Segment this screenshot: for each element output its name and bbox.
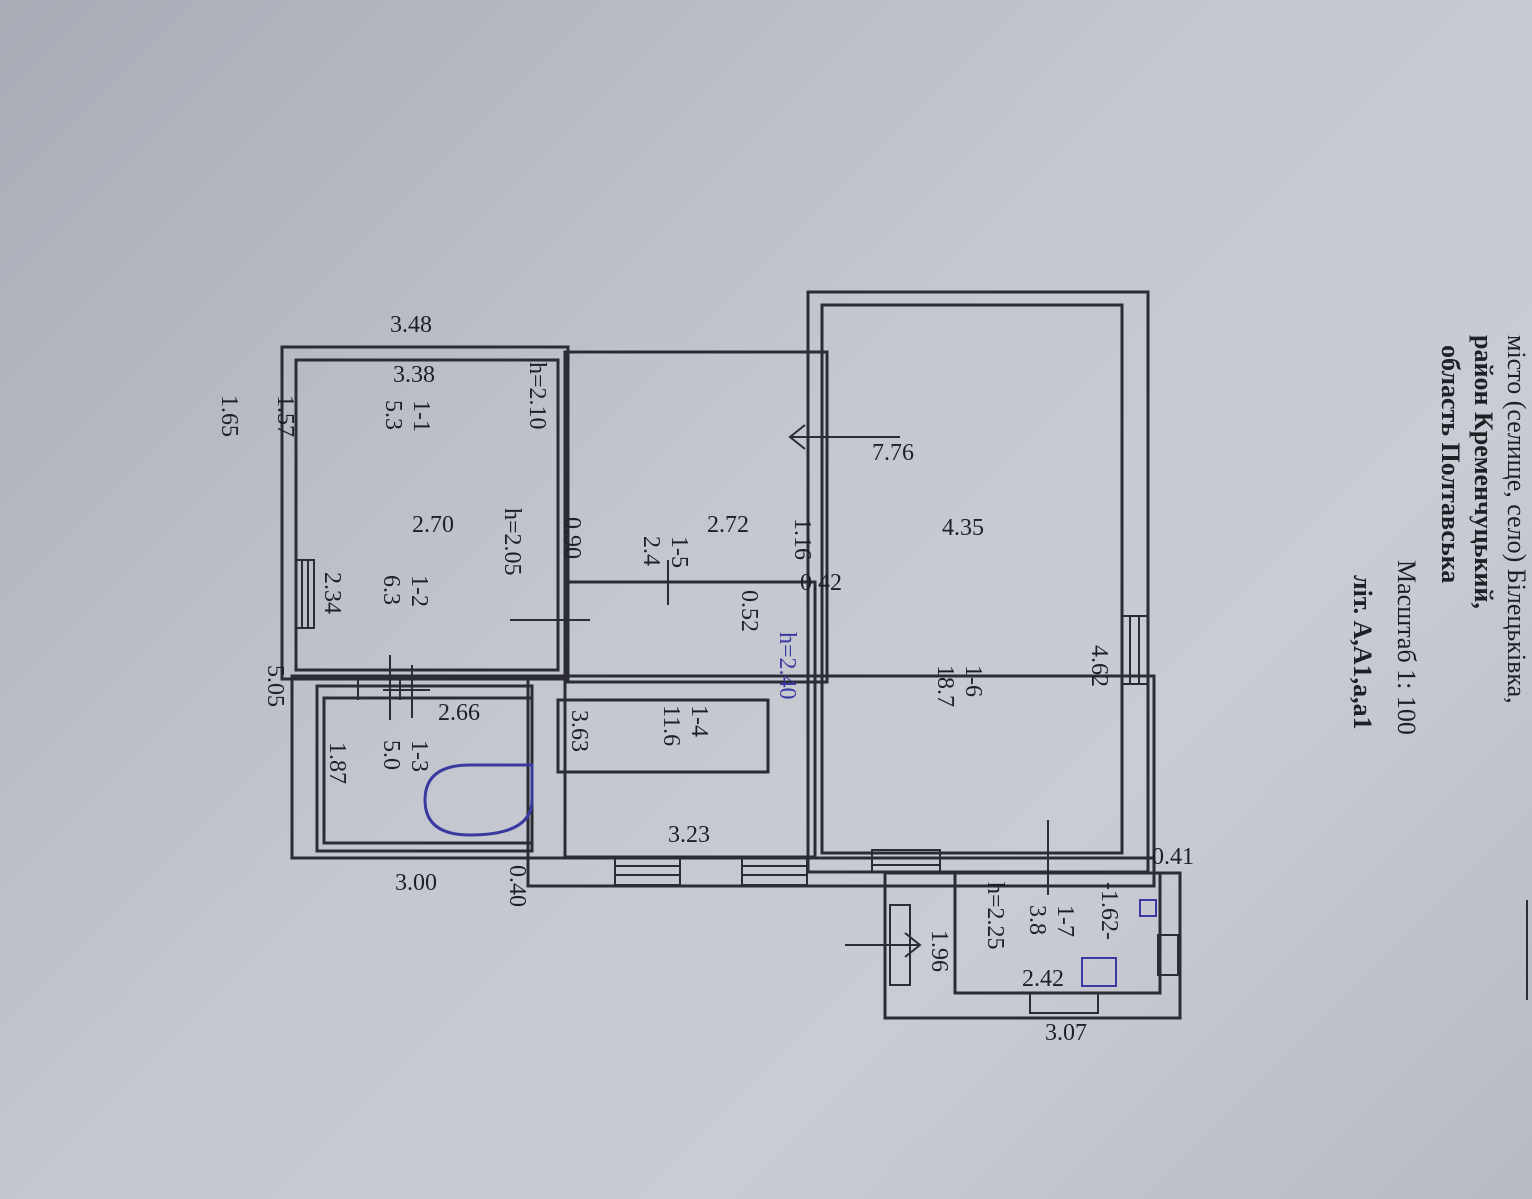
- dim-1-65: 1.65: [216, 395, 242, 437]
- room-1-6: 1-6 18.7: [932, 665, 986, 707]
- wall-room-1-5: [556, 698, 770, 774]
- header-letters: літ. А,А1,а,а1: [1348, 575, 1377, 730]
- fixtures: [423, 763, 1157, 987]
- window-porch-right: [1157, 934, 1179, 976]
- doors: [357, 424, 1049, 986]
- dim-3-07: 3.07: [1045, 1020, 1087, 1046]
- dim-1-96: 1.96: [926, 930, 952, 972]
- dim-0-42: 0.42: [800, 570, 842, 596]
- wall-annex-outer: [280, 345, 570, 681]
- window-room-1-2: [295, 559, 315, 629]
- dim-1-87: 1.87: [324, 742, 350, 784]
- wall-room-1-6: [820, 303, 1124, 855]
- dim-minus-1-62: -1.62-: [1096, 882, 1122, 940]
- svg-text:5.0: 5.0: [378, 740, 404, 770]
- dim-3-00: 3.00: [395, 870, 437, 896]
- dim-3-63: 3.63: [566, 710, 592, 752]
- svg-text:5.3: 5.3: [380, 400, 406, 430]
- dim-1-16: 1.16: [789, 518, 815, 560]
- window-room-1-4-a: [614, 856, 681, 886]
- dim-0-52: 0.52: [736, 590, 762, 632]
- header-region: область Полтавська: [1436, 345, 1465, 583]
- walls: [280, 290, 1182, 1020]
- header-settlement: місто (селище, село) Білецьківка,: [1502, 335, 1531, 704]
- svg-text:1-4: 1-4: [686, 705, 712, 737]
- window-room-1-6-right: [1121, 615, 1149, 685]
- boiler-icon: [1139, 899, 1157, 917]
- height-room-1-1: h=2.10: [524, 362, 550, 430]
- height-room-1-4: h=2.40: [774, 632, 800, 700]
- height-room-1-2: h=2.05: [499, 508, 525, 576]
- dim-2-42: 2.42: [1022, 966, 1064, 992]
- window-porch-bottom: [1029, 992, 1099, 1014]
- dim-2-66: 2.66: [438, 700, 480, 726]
- svg-text:6.3: 6.3: [378, 575, 404, 605]
- svg-text:1-6: 1-6: [960, 665, 986, 697]
- dim-3-48: 3.48: [390, 312, 432, 338]
- header-district: район Кременчуцький,: [1469, 335, 1498, 609]
- wall-room-1-6-outer: [806, 290, 1150, 874]
- room-1-4: 1-4 11.6: [658, 705, 712, 746]
- svg-text:2.4: 2.4: [638, 536, 664, 566]
- header-scale: Масштаб 1: 100: [1392, 560, 1421, 735]
- svg-text:18.7: 18.7: [932, 665, 958, 707]
- stove-icon: [1081, 957, 1117, 987]
- wall-main-right-block: [526, 674, 1156, 888]
- dim-4-35: 4.35: [942, 515, 984, 541]
- dim-3-23: 3.23: [668, 822, 710, 848]
- dim-0-40: 0.40: [504, 865, 530, 907]
- dimensions: 3.48 3.38 1.65 1.57 7.76 2.70 2.34 5.05 …: [216, 312, 1194, 1046]
- room-1-5: 1-5 2.4: [638, 536, 692, 568]
- window-room-1-6-bottom: [871, 849, 941, 873]
- room-labels: 1-1 5.3 1-2 6.3 1-3 5.0 1-4 11.6 1-5 2.4…: [378, 400, 1078, 937]
- svg-text:1-3: 1-3: [406, 740, 432, 772]
- dim-0-90: 0.90: [559, 517, 585, 559]
- wall-veranda: [563, 350, 829, 684]
- porch-steps: [889, 904, 911, 986]
- wall-room-1-4: [563, 580, 817, 859]
- room-1-1: 1-1 5.3: [380, 400, 434, 432]
- dim-4-62: 4.62: [1086, 645, 1112, 687]
- dim-2-72: 2.72: [707, 512, 749, 538]
- dim-2-70: 2.70: [412, 512, 454, 538]
- ceiling-heights: h=2.10 h=2.05 h=2.40 h=2.25: [499, 362, 1008, 950]
- room-1-3: 1-3 5.0: [378, 740, 432, 772]
- windows: [295, 559, 1179, 1014]
- svg-text:3.8: 3.8: [1024, 905, 1050, 935]
- svg-text:1-7: 1-7: [1052, 905, 1078, 937]
- dim-7-76: 7.76: [872, 440, 914, 466]
- dim-0-41: 0.41: [1152, 844, 1194, 870]
- window-room-1-4-b: [741, 856, 808, 886]
- svg-text:1-2: 1-2: [406, 575, 432, 607]
- wall-room-1-1: [294, 358, 560, 672]
- height-room-1-7: h=2.25: [982, 882, 1008, 950]
- svg-text:1-1: 1-1: [408, 400, 434, 432]
- dim-3-38: 3.38: [393, 362, 435, 388]
- svg-text:11.6: 11.6: [658, 705, 684, 746]
- room-1-7: 1-7 3.8: [1024, 905, 1078, 937]
- room-1-2: 1-2 6.3: [378, 575, 432, 607]
- entrance-arrow-head: [788, 424, 806, 450]
- bathtub-icon: [423, 763, 534, 837]
- dim-2-34: 2.34: [319, 572, 345, 614]
- svg-text:1-5: 1-5: [666, 536, 692, 568]
- header-block: місто (селище, село) Білецьківка, район …: [1348, 335, 1531, 1000]
- dim-5-05: 5.05: [262, 665, 288, 707]
- dim-1-57: 1.57: [272, 395, 298, 437]
